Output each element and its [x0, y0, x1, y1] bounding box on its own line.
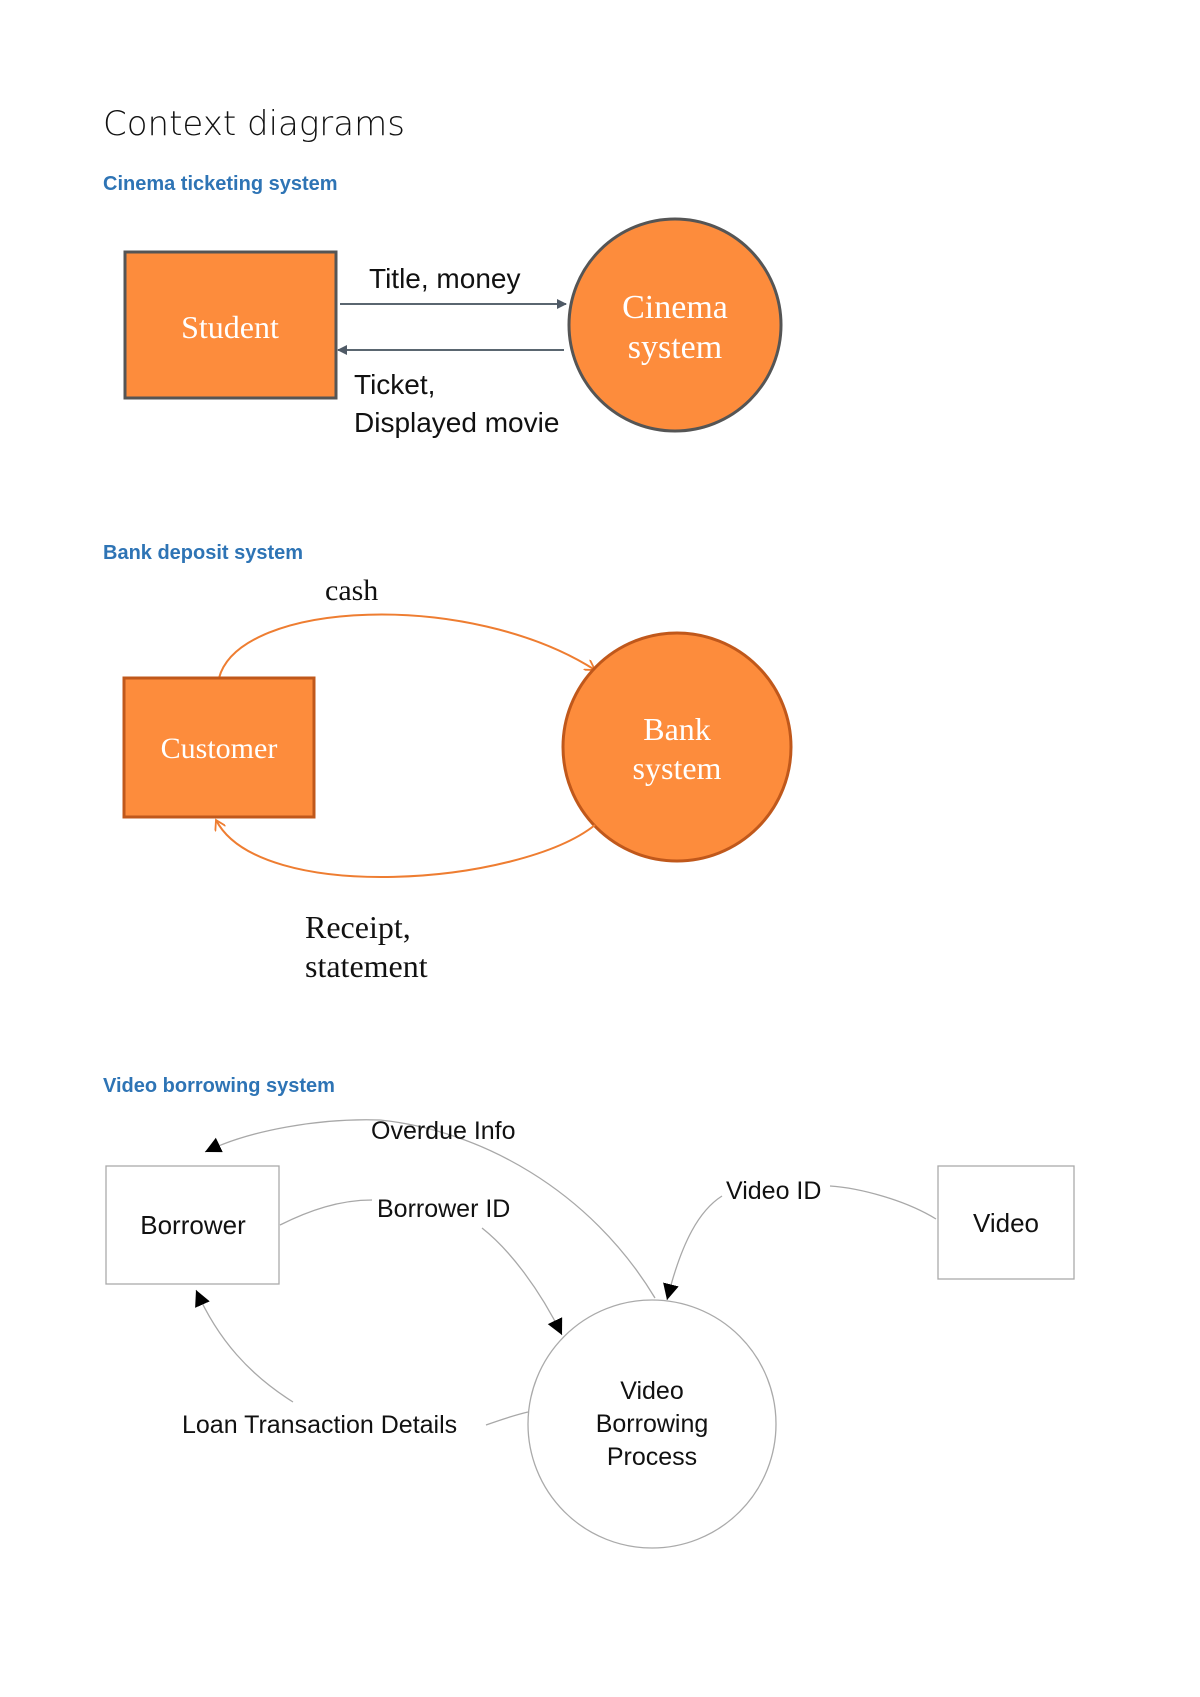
flow-label-ticket-line2: Displayed movie	[354, 407, 559, 438]
flow-label-title-money: Title, money	[369, 263, 520, 294]
video-process-label-line2: Borrowing	[596, 1410, 709, 1438]
flow-label-overdue-info: Overdue Info	[371, 1117, 516, 1145]
flow-label-video-id: Video ID	[726, 1177, 821, 1205]
video-process-label-line1: Video	[620, 1377, 684, 1405]
flow-label-borrower-id: Borrower ID	[377, 1195, 510, 1223]
bank-process-circle	[561, 631, 793, 863]
video-process-label-line3: Process	[607, 1443, 697, 1471]
flow-arrow-cash	[218, 613, 595, 679]
customer-entity-label: Customer	[161, 732, 278, 765]
flow-arrow-borrower-id	[279, 1199, 562, 1335]
page-title: Context diagrams	[103, 104, 405, 144]
section-heading-bank: Bank deposit system	[103, 542, 304, 564]
borrower-entity-label: Borrower	[140, 1210, 246, 1240]
flow-arrow-overdue-info	[204, 1119, 656, 1299]
flow-arrow-loan-details	[196, 1290, 529, 1426]
customer-entity-box	[122, 676, 316, 819]
student-entity-label: Student	[181, 309, 279, 345]
video-process-circle	[527, 1299, 777, 1549]
bank-process-label-line1: Bank	[643, 711, 711, 747]
cinema-process-label-line1: Cinema	[622, 289, 728, 326]
flow-arrow-receipt	[216, 820, 596, 878]
section-heading-cinema: Cinema ticketing system	[103, 173, 338, 195]
flow-label-receipt-line1: Receipt,	[305, 909, 411, 945]
cinema-process-label-line2: system	[628, 329, 722, 366]
flow-arrow-video-id	[667, 1185, 937, 1300]
student-entity-box	[123, 250, 338, 400]
video-context-diagram: Borrower Video Video Borrowing Process O…	[105, 1117, 1075, 1549]
cinema-context-diagram: Student Cinema system Title, money Ticke…	[123, 217, 783, 438]
section-heading-video: Video borrowing system	[103, 1075, 335, 1097]
flow-label-loan-details: Loan Transaction Details	[182, 1411, 457, 1439]
flow-label-receipt-line2: statement	[305, 948, 428, 984]
borrower-entity-box	[105, 1165, 280, 1285]
video-entity-box	[937, 1165, 1075, 1280]
flow-label-ticket-line1: Ticket,	[354, 369, 435, 400]
bank-context-diagram: cash Customer Bank system Receipt, state…	[122, 574, 793, 984]
flow-label-cash: cash	[325, 574, 378, 607]
bank-process-label-line2: system	[633, 750, 722, 786]
video-entity-label: Video	[973, 1208, 1039, 1238]
cinema-process-circle	[567, 217, 783, 433]
